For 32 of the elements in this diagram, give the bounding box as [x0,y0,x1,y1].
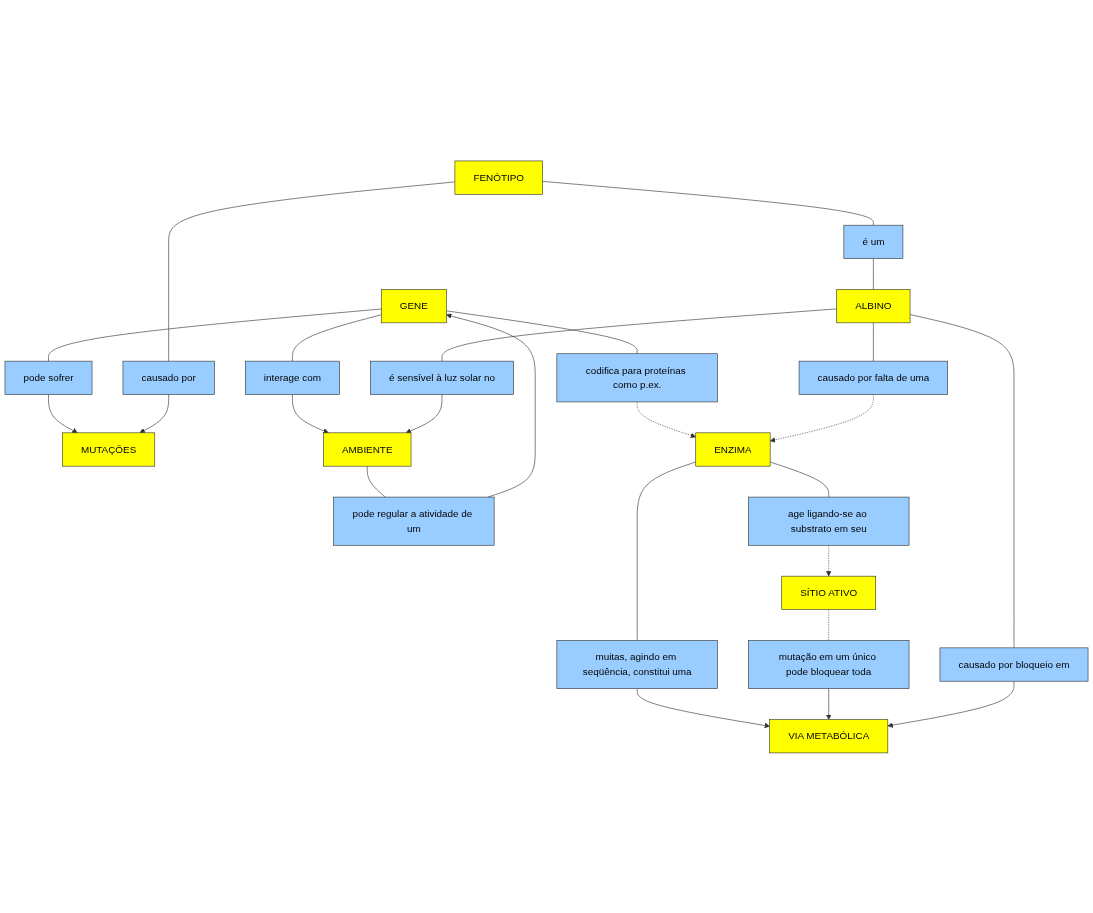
node-box: GENE [380,288,447,323]
connector [909,313,1015,648]
connector [366,465,386,497]
node-box: causado por [122,360,215,395]
node-box: ENZIMA [695,432,771,467]
node-box: AMBIENTE [323,432,412,467]
node-box: SÍTIO ATIVO [781,575,877,610]
node-box: é um [843,224,904,259]
connector [441,308,837,362]
node-box: é sensível à luz solar no [370,360,514,395]
connector [636,461,697,641]
connector [48,308,382,362]
node-box: FENÓTIPO [454,160,543,195]
node-box: mutação em um único pode bloquear toda [748,639,910,689]
node-box: pode sofrer [4,360,93,395]
node-box: MUTAÇÕES [62,432,156,467]
node-box: interage com [245,360,340,395]
connector [542,180,874,226]
connector [292,314,382,362]
node-box: ALBINO [836,288,911,323]
node-box: codifica para proteínas como p.ex. [556,353,718,402]
node-box: muitas, agindo em seqüência, constitui uma [556,639,718,689]
connector [769,461,830,497]
connector [446,310,638,354]
connector [873,257,874,290]
node-box: age ligando-se ao substrato em seu [748,496,910,546]
node-box: causado por bloqueio em [939,647,1089,682]
connector [873,322,874,362]
node-box: VIA METABÓLICA [769,718,889,753]
connector [168,181,456,362]
node-box: pode regular a atividade de um [333,496,495,546]
node-box: causado por falta de uma [798,360,948,395]
